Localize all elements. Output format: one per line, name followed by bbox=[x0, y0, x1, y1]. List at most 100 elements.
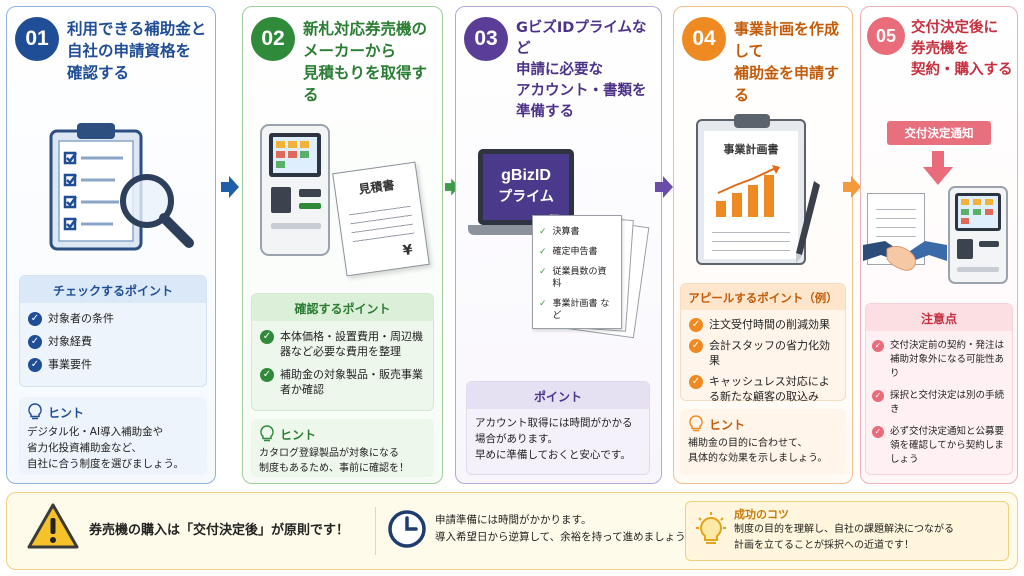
check-icon: ✓ bbox=[539, 299, 547, 309]
check-points-title: チェックするポイント bbox=[20, 276, 206, 303]
step-3-header: 03 GビズIDプライムなど 申請に必要な アカウント・書類を 準備する bbox=[464, 17, 657, 123]
documents-stack: ✓決算書 ✓確定申告書 ✓従業員数の資料 ✓事業計画書 など bbox=[532, 214, 650, 339]
hint-text: デジタル化・AI導入補助金や 省力化投資補助金など、 自社に合う制度を選びましょ… bbox=[27, 426, 184, 470]
doc-item: ✓確定申告書 bbox=[539, 247, 598, 257]
point-box: ポイント アカウント取得には時間がかかる 場合があります。 早めに準備しておくと… bbox=[466, 381, 650, 475]
check-item: ✓交付決定前の契約・発注は補助対象外になる可能性あり bbox=[872, 339, 1006, 381]
step-5-card: 05 交付決定後に 券売機を 契約・購入する 交付決定通知 注意点 ✓交付決定前… bbox=[860, 6, 1018, 484]
lightbulb-icon bbox=[689, 415, 703, 432]
grant-notice-label: 交付決定通知 bbox=[887, 121, 991, 145]
hint-title: ヒント bbox=[19, 397, 207, 424]
schedule-text: 申請準備には時間がかかります。 導入希望日から逆算して、余裕を持って進めましょう… bbox=[435, 514, 696, 543]
lightbulb-icon bbox=[696, 512, 726, 544]
divider bbox=[375, 507, 376, 555]
hint-box: ヒント デジタル化・AI導入補助金や 省力化投資補助金など、 自社に合う制度を選… bbox=[19, 397, 207, 475]
appeal-points-box: アピールするポイント（例） ✓注文受付時間の削減効果 ✓会計スタッフの省力化効果… bbox=[680, 283, 846, 404]
check-icon: ✓ bbox=[28, 335, 42, 349]
bar-chart-icon bbox=[716, 165, 780, 217]
step-title: GビズIDプライムなど 申請に必要な アカウント・書類を 準備する bbox=[516, 20, 647, 120]
quotation-document: 見積書 ¥ bbox=[332, 161, 430, 277]
doc-item: ✓決算書 bbox=[539, 227, 580, 237]
clipboard-magnifier-icon bbox=[49, 123, 194, 251]
step-2-header: 02 新札対応券売機の メーカーから 見積もりを取得する bbox=[251, 17, 438, 106]
check-icon: ✓ bbox=[28, 312, 42, 326]
check-item: ✓必ず交付決定通知と公募要領を確認してから契約しましょう bbox=[872, 425, 1006, 467]
handshake-icon bbox=[863, 241, 947, 271]
check-points-box: チェックするポイント ✓対象者の条件 ✓対象経費 ✓事業要件 bbox=[19, 275, 207, 387]
check-item: ✓注文受付時間の削減効果 bbox=[689, 317, 837, 332]
step-4-header: 04 事業計画を作成して 補助金を申請する bbox=[682, 17, 848, 106]
doc-item: ✓従業員数の資料 bbox=[539, 267, 607, 289]
success-tips-text: 制度の目的を理解し、自社の課題解決につながる 計画を立てることが採択への近道です… bbox=[734, 524, 954, 551]
step-number: 04 bbox=[682, 17, 726, 61]
ticket-machine-icon bbox=[948, 186, 1008, 284]
step-number: 01 bbox=[15, 17, 59, 61]
check-icon: ✓ bbox=[872, 340, 884, 352]
arrow-right-icon bbox=[843, 176, 861, 198]
check-item: ✓本体価格・設置費用・周辺機器など必要な費用を整理 bbox=[260, 329, 425, 359]
laptop-base bbox=[468, 225, 586, 235]
caution-box: 注意点 ✓交付決定前の契約・発注は補助対象外になる可能性あり ✓採択と交付決定は… bbox=[865, 303, 1013, 475]
check-item: ✓事業要件 bbox=[28, 357, 198, 372]
lightbulb-icon bbox=[28, 403, 42, 420]
appeal-points-title: アピールするポイント（例） bbox=[681, 284, 845, 310]
success-tips-title: 成功のコツ bbox=[734, 508, 789, 521]
confirm-points-title: 確認するポイント bbox=[252, 294, 433, 321]
caution-title: 注意点 bbox=[866, 304, 1012, 331]
step-2-card: 02 新札対応券売機の メーカーから 見積もりを取得する 見積書 ¥ 確認するポ… bbox=[242, 6, 443, 484]
arrow-right-icon bbox=[445, 178, 459, 196]
check-item: ✓補助金の対象製品・販売事業者か確認 bbox=[260, 367, 425, 397]
ticket-machine-icon bbox=[260, 124, 330, 256]
check-icon: ✓ bbox=[689, 339, 703, 353]
step-3-card: 03 GビズIDプライムなど 申請に必要な アカウント・書類を 準備する gBi… bbox=[455, 6, 662, 484]
arrow-right-icon bbox=[655, 176, 673, 198]
check-icon: ✓ bbox=[28, 358, 42, 372]
check-icon: ✓ bbox=[539, 227, 547, 237]
doc-item: ✓事業計画書 など bbox=[539, 299, 610, 321]
check-item: ✓対象者の条件 bbox=[28, 311, 198, 326]
step-number: 02 bbox=[251, 17, 295, 61]
step-title: 交付決定後に 券売機を 契約・購入する bbox=[911, 20, 1013, 78]
step-4-card: 04 事業計画を作成して 補助金を申請する 事業計画書 アピールするポイント（例… bbox=[673, 6, 853, 484]
check-icon: ✓ bbox=[872, 426, 884, 438]
check-icon: ✓ bbox=[260, 368, 274, 382]
laptop-screen: gBizID プライム bbox=[478, 149, 574, 225]
hint-title: ヒント bbox=[680, 409, 846, 436]
check-icon: ✓ bbox=[539, 247, 547, 257]
check-icon: ✓ bbox=[689, 318, 703, 332]
arrow-right-icon bbox=[221, 176, 239, 198]
step-1-card: 01 利用できる補助金と 自社の申請資格を 確認する チェックするポイント ✓対… bbox=[6, 6, 216, 484]
check-item: ✓会計スタッフの省力化効果 bbox=[689, 338, 837, 368]
point-title: ポイント bbox=[467, 382, 649, 409]
confirm-points-box: 確認するポイント ✓本体価格・設置費用・周辺機器など必要な費用を整理 ✓補助金の… bbox=[251, 293, 434, 411]
step-title: 事業計画を作成して 補助金を申請する bbox=[734, 20, 840, 104]
document-lines bbox=[348, 200, 415, 244]
step-5-header: 05 交付決定後に 券売機を 契約・購入する bbox=[867, 17, 1013, 81]
check-item: ✓対象経費 bbox=[28, 334, 198, 349]
hint-box: ヒント 補助金の目的に合わせて、 具体的な効果を示しましょう。 bbox=[680, 409, 846, 475]
lightbulb-icon bbox=[260, 425, 274, 442]
step-number: 03 bbox=[464, 17, 508, 61]
step-title: 新札対応券売機の メーカーから 見積もりを取得する bbox=[303, 20, 428, 104]
step-title: 利用できる補助金と 自社の申請資格を 確認する bbox=[67, 20, 207, 82]
pen-icon bbox=[796, 181, 820, 263]
check-icon: ✓ bbox=[260, 330, 274, 344]
laptop-icon: gBizID プライム bbox=[468, 149, 586, 257]
check-icon: ✓ bbox=[872, 390, 884, 402]
document-lines bbox=[712, 227, 790, 253]
step-1-header: 01 利用できる補助金と 自社の申請資格を 確認する bbox=[15, 17, 211, 84]
business-plan-clipboard: 事業計画書 bbox=[696, 114, 806, 265]
hint-text: カタログ登録製品が対象になる 制度もあるため、事前に確認を！ bbox=[259, 448, 409, 474]
check-icon: ✓ bbox=[689, 375, 703, 389]
clock-icon bbox=[388, 510, 426, 548]
check-item: ✓キャッシュレス対応による新たな顧客の取込み bbox=[689, 374, 837, 404]
hint-title: ヒント bbox=[251, 419, 434, 446]
hint-box: ヒント カタログ登録製品が対象になる 制度もあるため、事前に確認を！ bbox=[251, 419, 434, 477]
warning-icon bbox=[27, 503, 79, 549]
arrow-down-icon bbox=[923, 151, 953, 185]
success-tips-box: 成功のコツ 制度の目的を理解し、自社の課題解決につながる 計画を立てることが採択… bbox=[685, 501, 1009, 561]
bottom-banner: 券売機の購入は「交付決定後」が原則です！ 申請準備には時間がかかります。 導入希… bbox=[6, 492, 1018, 570]
check-icon: ✓ bbox=[539, 267, 547, 277]
check-item: ✓採択と交付決定は別の手続き bbox=[872, 389, 1006, 417]
warning-text: 券売機の購入は「交付決定後」が原則です！ bbox=[89, 523, 350, 538]
